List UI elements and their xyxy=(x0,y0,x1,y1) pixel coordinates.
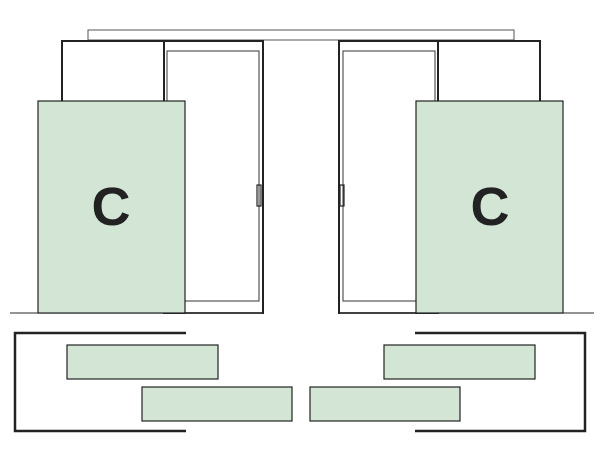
plan-panel-top-right xyxy=(383,344,536,380)
plan-panel-bottom-right xyxy=(309,386,461,422)
left-upper-box xyxy=(61,40,165,103)
left-green-panel xyxy=(37,100,186,314)
plan-bracket-left xyxy=(13,331,186,433)
right-panel-label: C xyxy=(471,177,510,237)
right-upper-box xyxy=(437,40,541,103)
left-door-handle xyxy=(256,184,262,207)
left-panel-label: C xyxy=(92,177,131,237)
top-track xyxy=(87,29,515,41)
right-door-handle xyxy=(339,184,345,207)
plan-view xyxy=(13,331,587,433)
right-green-panel xyxy=(415,100,564,314)
plan-panel-bottom-left xyxy=(141,386,293,422)
plan-panel-top-left xyxy=(66,344,219,380)
plan-bracket-right xyxy=(415,331,587,433)
